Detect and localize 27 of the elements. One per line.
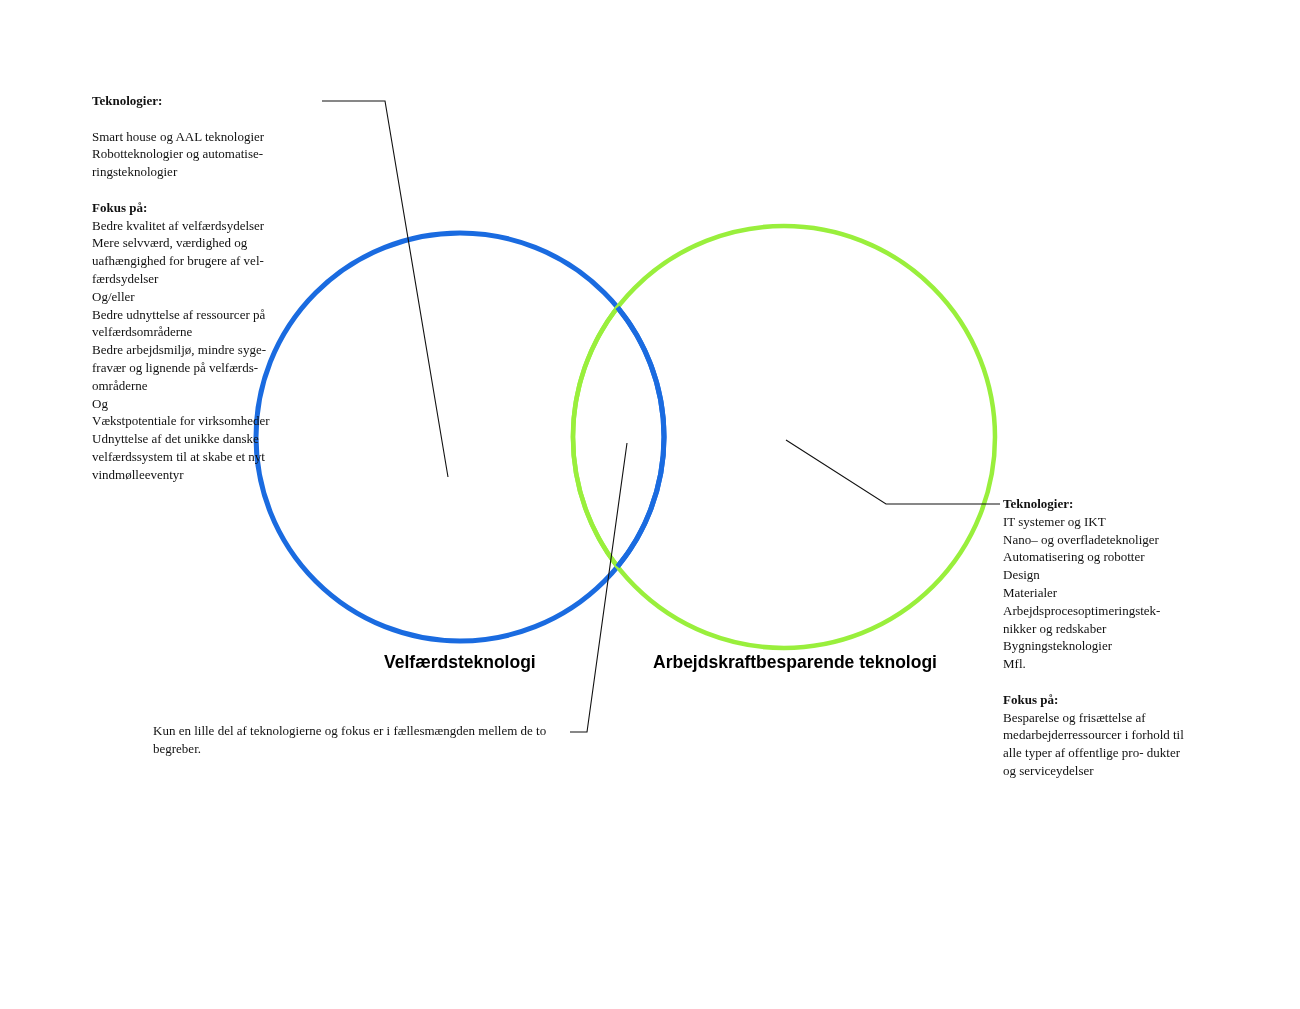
body-text: Smart house og AAL teknologier (92, 127, 266, 146)
body-text: Og/eller (92, 287, 136, 306)
set-label: Arbejdskraftbesparende teknologi (653, 652, 937, 673)
heading-text: Teknologier: (1003, 495, 1075, 513)
body-text: Bygningsteknologier (1003, 637, 1114, 656)
body-text: Automatisering og robotter (1003, 548, 1146, 567)
body-text: Mfl. (1003, 655, 1027, 673)
body-text: Bedre kvalitet af velfærdsydelser (92, 216, 266, 235)
body-text: Bedre arbejdsmiljø, mindre syge- fravær og lignende på velfærds- områderne (92, 341, 267, 395)
body-text: Materialer (1003, 584, 1059, 602)
heading-text: Fokus på: (1003, 690, 1060, 709)
set-label: Velfærdsteknologi (384, 652, 536, 673)
body-text: Nano– og overfladeteknoliger (1003, 530, 1160, 549)
leader-line (321, 100, 449, 478)
body-text: Arbejdsprocesoptimeringstek- nikker og redskaber (1003, 601, 1162, 638)
body-text: IT systemer og IKT (1003, 512, 1107, 531)
heading-text: Fokus på: (92, 198, 149, 217)
body-text: Og (92, 394, 109, 413)
body-text: Kun en lille del af teknologierne og fokus er i fællesmængden mellem de to begreber. (153, 722, 548, 758)
body-text: Besparelse og frisættelse af medarbejderressourcer i forhold til alle typer af offentlige pro- dukter og serviceydelser (1003, 708, 1185, 780)
leader-line (569, 442, 628, 733)
leader-line (785, 439, 1001, 505)
heading-text: Teknologier: (92, 92, 164, 110)
body-text: Bedre udnyttelse af ressourcer på velfærdsområderne (92, 305, 267, 342)
body-text: Mere selvværd, værdighed og uafhængighed for brugere af vel- færdsydelser (92, 234, 265, 288)
body-text: Design (1003, 566, 1041, 584)
body-text: Robotteknologier og automatise- ringsteknologier (92, 145, 265, 181)
